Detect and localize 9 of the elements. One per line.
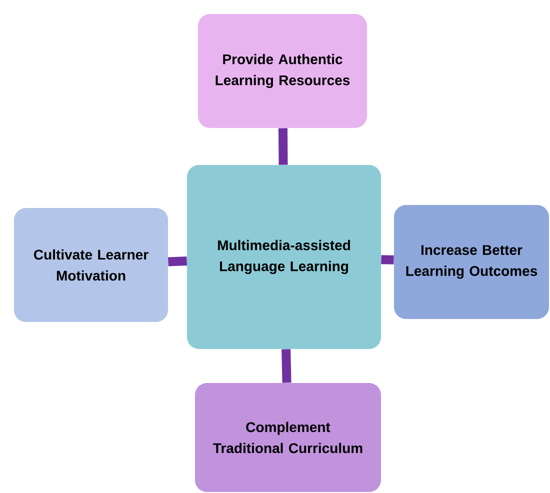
connector bbox=[381, 255, 394, 264]
process-box: Provide Authentic Learning Resources bbox=[198, 14, 367, 128]
process-box: Cultivate Learner Motivation bbox=[14, 208, 168, 322]
connector bbox=[168, 256, 187, 266]
connector bbox=[282, 349, 292, 383]
process-box: Complement Traditional Curriculum bbox=[195, 383, 381, 492]
process-box: Multimedia-assisted Language Learning bbox=[187, 165, 381, 349]
process-box: Increase Better Learning Outcomes bbox=[394, 205, 549, 319]
connector bbox=[278, 128, 288, 165]
